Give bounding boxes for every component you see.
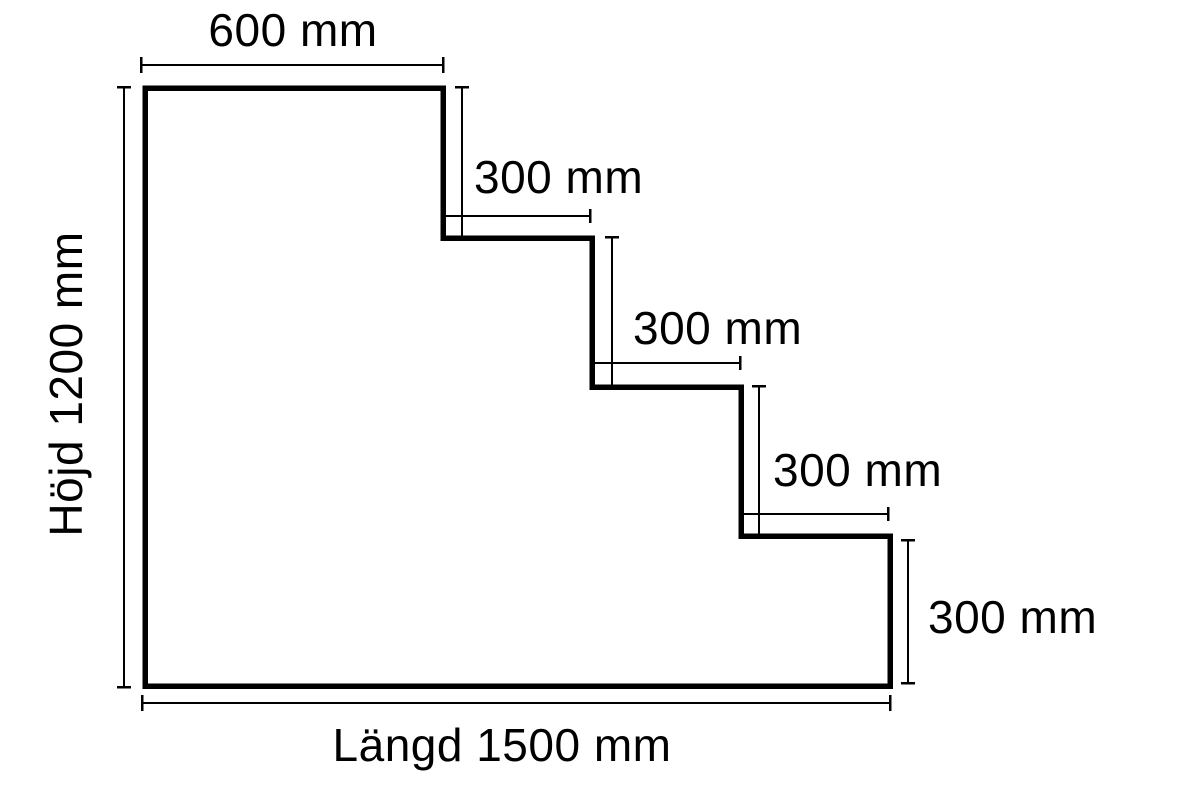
total-height-label: Höjd 1200 mm [40, 231, 92, 537]
step3-dimension-label: 300 mm [773, 444, 943, 496]
staircase-outline [142, 85, 893, 689]
step1-dimension-label: 300 mm [474, 151, 644, 203]
step4-dimension-label: 300 mm [928, 591, 1098, 643]
total-length-label: Längd 1500 mm [332, 719, 672, 771]
top-width-label: 600 mm [208, 4, 378, 56]
step2-dimension-label: 300 mm [633, 302, 803, 354]
